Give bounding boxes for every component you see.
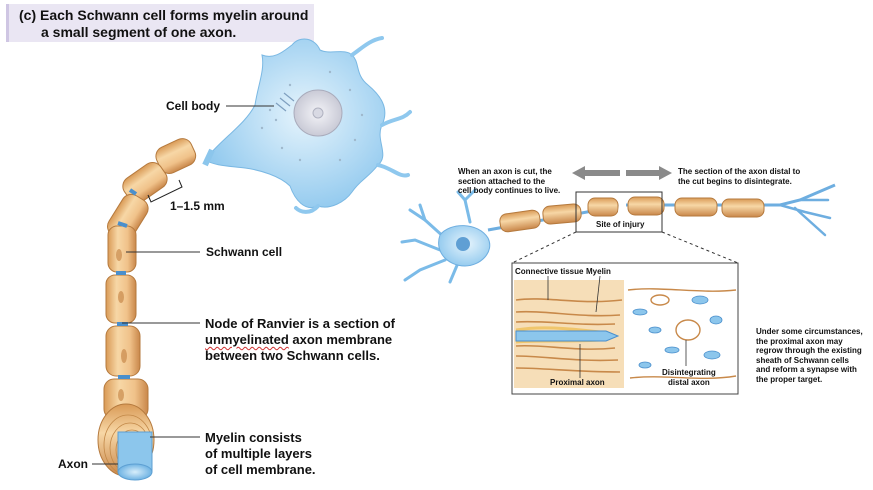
distal-line-1: The section of the axon distal to	[678, 167, 801, 176]
node-of-ranvier-label: Node of Ranvier is a section of unmyelin…	[205, 316, 395, 364]
injured-neuron	[400, 166, 836, 284]
myelin-line3: of cell membrane.	[205, 462, 316, 477]
regrowth-line-1: Under some circumstances,	[756, 327, 863, 336]
title-line-2: a small segment of one axon.	[41, 24, 237, 40]
proximal-survives-text: When an axon is cut, the section attache…	[458, 167, 560, 196]
myelin-detail-label: Myelin	[586, 267, 611, 276]
distal-axon-label: Disintegrating distal axon	[662, 368, 716, 387]
distal-axon-line-2: distal axon	[667, 377, 710, 387]
proximal-survives-line-1: When an axon is cut, the	[458, 167, 552, 176]
connective-tissue-label: Connective tissue	[515, 267, 584, 276]
regrowth-line-2: the proximal axon may	[756, 336, 843, 346]
segment-length-label: 1–1.5 mm	[170, 199, 225, 213]
regrowth-line-4: sheath of Schwann cells	[756, 355, 849, 365]
node-unmyelinated: unmyelinated	[205, 332, 289, 347]
distal-axon-line-1: Disintegrating	[662, 368, 716, 377]
proximal-axon-label: Proximal axon	[550, 378, 605, 387]
myelin-term: Myelin	[205, 430, 246, 445]
schwann-cell-label: Schwann cell	[206, 245, 283, 259]
site-of-injury-label: Site of injury	[596, 220, 645, 229]
node-line3: between two Schwann cells.	[205, 348, 380, 363]
title-line-1: (c) Each Schwann cell forms myelin aroun…	[19, 7, 309, 23]
injury-detail	[511, 262, 739, 395]
distal-disintegrates-text: The section of the axon distal to the cu…	[678, 167, 800, 186]
axon-label: Axon	[58, 457, 88, 471]
node-term: Node of Ranvier	[205, 316, 305, 331]
regrowth-line-5: and reform a synapse with	[756, 365, 857, 374]
regrowth-line-3: regrow through the existing	[756, 346, 862, 355]
regrowth-text: Under some circumstances, the proximal a…	[756, 327, 863, 384]
proximal-survives-line-3: cell body continues to live.	[458, 186, 561, 195]
regrowth-line-6: the proper target.	[756, 374, 823, 384]
myelinated-axon	[97, 138, 215, 481]
distal-line-2: the cut begins to disintegrate.	[678, 176, 792, 186]
myelin-line1-rest: consists	[245, 430, 302, 445]
figure-title: (c) Each Schwann cell forms myelin aroun…	[6, 4, 314, 42]
node-line1-rest: is a section of	[304, 316, 395, 331]
proximal-survives-line-2: section attached to the	[458, 176, 546, 186]
myelin-line2: of multiple layers	[205, 446, 312, 461]
node-line2-rest: axon membrane	[288, 332, 393, 347]
cell-body	[204, 36, 412, 214]
cell-body-label: Cell body	[166, 99, 221, 113]
myelin-label: Myelin consists of multiple layers of ce…	[205, 430, 316, 478]
